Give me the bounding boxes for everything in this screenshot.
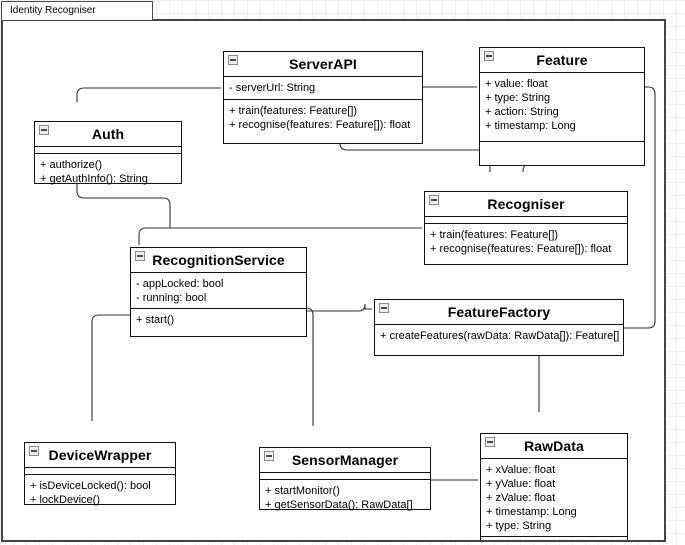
uml-attributes-compartment bbox=[25, 468, 175, 475]
collapse-minus-icon[interactable] bbox=[264, 451, 274, 461]
uml-attributes-compartment: - appLocked: bool - running: bool bbox=[131, 273, 306, 309]
uml-class-devicewrapper[interactable]: DeviceWrapper + isDeviceLocked(): bool +… bbox=[24, 442, 176, 506]
uml-class-header: Auth bbox=[35, 122, 181, 147]
uml-attribute: + xValue: float bbox=[486, 464, 556, 476]
uml-class-name: FeatureFactory bbox=[447, 304, 551, 320]
collapse-minus-icon[interactable] bbox=[29, 446, 39, 456]
collapse-minus-icon[interactable] bbox=[484, 51, 494, 61]
collapse-minus-icon[interactable] bbox=[485, 437, 495, 447]
uml-class-auth[interactable]: Auth + authorize() + getAuthInfo(): Stri… bbox=[34, 121, 182, 185]
uml-attributes-compartment: + xValue: float + yValue: float + zValue… bbox=[481, 459, 627, 537]
uml-method: + lockDevice() bbox=[30, 494, 100, 506]
uml-methods-compartment: + createFeatures(rawData: RawData[]): Fe… bbox=[375, 325, 623, 347]
uml-method: + recognise(features: Feature[]): float bbox=[430, 243, 612, 255]
uml-class-name: ServerAPI bbox=[289, 56, 357, 72]
uml-attribute: + value: float bbox=[485, 78, 548, 90]
diagram-title-label: Identity Recogniser bbox=[10, 5, 96, 16]
uml-class-header: RecognitionService bbox=[131, 248, 306, 273]
uml-methods-compartment: + startMonitor() + getSensorData(): RawD… bbox=[260, 480, 430, 516]
uml-class-serverapi[interactable]: ServerAPI - serverUrl: String + train(fe… bbox=[223, 51, 423, 144]
uml-method: + getAuthInfo(): String bbox=[40, 173, 148, 185]
uml-class-name: SensorManager bbox=[291, 452, 399, 468]
uml-method: + startMonitor() bbox=[265, 485, 340, 497]
uml-methods-compartment: + isDeviceLocked(): bool + lockDevice() bbox=[25, 475, 175, 511]
uml-attributes-compartment bbox=[35, 147, 181, 154]
uml-attribute: + yValue: float bbox=[486, 478, 556, 490]
uml-class-header: ServerAPI bbox=[224, 52, 422, 77]
collapse-minus-icon[interactable] bbox=[429, 195, 439, 205]
uml-attribute: + timestamp: Long bbox=[486, 506, 577, 518]
uml-class-header: Recogniser bbox=[425, 192, 627, 217]
uml-class-name: RawData bbox=[524, 438, 584, 454]
uml-class-recogniser[interactable]: Recogniser + train(features: Feature[]) … bbox=[424, 191, 628, 265]
uml-attributes-compartment: + value: float + type: String + action: … bbox=[480, 73, 644, 142]
uml-methods-compartment bbox=[481, 537, 627, 540]
uml-methods-compartment: + train(features: Feature[]) + recognise… bbox=[425, 224, 627, 260]
uml-attributes-compartment bbox=[425, 217, 627, 224]
uml-class-header: DeviceWrapper bbox=[25, 443, 175, 468]
uml-method: + recognise(features: Feature[]): float bbox=[229, 119, 411, 131]
uml-class-recognitionservice[interactable]: RecognitionService - appLocked: bool - r… bbox=[130, 247, 307, 337]
uml-class-sensormanager[interactable]: SensorManager + startMonitor() + getSens… bbox=[259, 447, 431, 511]
uml-method: + createFeatures(rawData: RawData[]): Fe… bbox=[380, 330, 620, 342]
uml-class-feature[interactable]: Feature + value: float + type: String + … bbox=[479, 47, 645, 166]
collapse-minus-icon[interactable] bbox=[379, 303, 389, 313]
uml-attribute: - serverUrl: String bbox=[229, 82, 316, 94]
uml-class-name: Recogniser bbox=[487, 196, 565, 212]
uml-method: + start() bbox=[136, 314, 175, 326]
uml-attributes-compartment bbox=[260, 473, 430, 480]
uml-methods-compartment: + train(features: Feature[]) + recognise… bbox=[224, 100, 422, 136]
uml-class-header: Feature bbox=[480, 48, 644, 73]
uml-method: + getSensorData(): RawData[] bbox=[265, 499, 413, 511]
uml-attribute: + type: String bbox=[486, 520, 552, 532]
uml-method: + authorize() bbox=[40, 159, 103, 171]
uml-class-header: SensorManager bbox=[260, 448, 430, 473]
connector-recogniser-recognitionservice bbox=[138, 227, 422, 245]
collapse-minus-icon[interactable] bbox=[135, 251, 145, 261]
uml-method: + train(features: Feature[]) bbox=[229, 105, 358, 117]
uml-attribute: + type: String bbox=[485, 92, 551, 104]
uml-attribute: + action: String bbox=[485, 106, 559, 118]
uml-class-header: RawData bbox=[481, 434, 627, 459]
uml-class-name: DeviceWrapper bbox=[48, 447, 152, 463]
uml-class-name: RecognitionService bbox=[152, 252, 285, 268]
uml-methods-compartment: + start() bbox=[131, 309, 306, 331]
uml-attributes-compartment: - serverUrl: String bbox=[224, 77, 422, 100]
uml-class-header: FeatureFactory bbox=[375, 300, 623, 325]
uml-method: + train(features: Feature[]) bbox=[430, 229, 559, 241]
uml-methods-compartment: + authorize() + getAuthInfo(): String bbox=[35, 154, 181, 190]
diagram-canvas[interactable]: ServerAPI - serverUrl: String + train(fe… bbox=[1, 19, 666, 542]
uml-attribute: + timestamp: Long bbox=[485, 120, 576, 132]
uml-class-name: Feature bbox=[536, 52, 588, 68]
uml-method: + isDeviceLocked(): bool bbox=[30, 480, 151, 492]
collapse-minus-icon[interactable] bbox=[228, 55, 238, 65]
uml-class-name: Auth bbox=[91, 126, 125, 142]
connector-recognitionservice-featurefactory bbox=[305, 303, 372, 312]
uml-class-rawdata[interactable]: RawData + xValue: float + yValue: float … bbox=[480, 433, 628, 540]
uml-methods-compartment bbox=[480, 142, 644, 163]
diagram-title-tab[interactable]: Identity Recogniser bbox=[1, 1, 153, 20]
connector-auth-serverapi bbox=[76, 87, 221, 102]
uml-class-featurefactory[interactable]: FeatureFactory + createFeatures(rawData:… bbox=[374, 299, 624, 356]
collapse-minus-icon[interactable] bbox=[39, 125, 49, 135]
uml-attribute: - running: bool bbox=[136, 292, 207, 304]
uml-attribute: - appLocked: bool bbox=[136, 278, 224, 290]
uml-attribute: + zValue: float bbox=[486, 492, 556, 504]
